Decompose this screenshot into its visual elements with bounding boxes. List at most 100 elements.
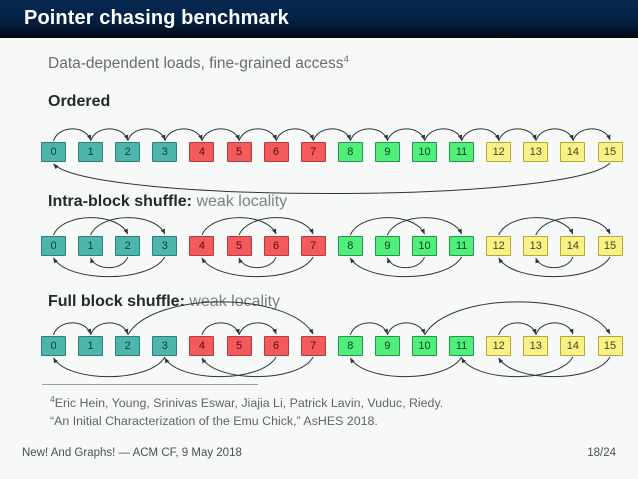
pointer-link [386, 128, 425, 142]
section-heading-intra-block-note: weak locality [196, 193, 288, 210]
array-cell-14: 14 [560, 142, 586, 162]
diagram-row-full-block-links [53, 301, 611, 378]
array-cell-5: 5 [226, 336, 252, 356]
pointer-link [349, 256, 463, 278]
array-cell-7: 7 [300, 142, 326, 162]
array-cell-15: 15 [597, 142, 623, 162]
slide-title-bar: Pointer chasing benchmark [0, 0, 638, 38]
array-cell-3: 3 [152, 236, 178, 256]
pointer-link [275, 128, 314, 142]
array-cell-1: 1 [78, 336, 104, 356]
pointer-link [201, 322, 240, 336]
section-heading-ordered-label: Ordered [48, 93, 111, 110]
pointer-link [535, 217, 611, 236]
section-heading-ordered: Ordered [48, 93, 110, 111]
array-cell-1: 1 [78, 142, 104, 162]
array-cell-7: 7 [300, 236, 326, 256]
footer-page-number: 18/24 [587, 447, 616, 459]
pointer-link [424, 301, 611, 336]
pointer-link [461, 356, 574, 378]
array-cell-8: 8 [337, 142, 363, 162]
pointer-link [535, 256, 574, 269]
pointer-link [349, 217, 425, 236]
array-cell-13: 13 [523, 236, 549, 256]
pointer-link [386, 217, 463, 236]
pointer-link [90, 128, 129, 142]
array-cell-10: 10 [412, 336, 437, 356]
array-cell-8: 8 [337, 336, 363, 356]
subtitle-footnote-marker: 4 [343, 54, 349, 65]
array-cell-12: 12 [486, 236, 512, 256]
pointer-link [238, 256, 277, 269]
pointer-link [238, 128, 277, 142]
pointer-link [498, 128, 537, 142]
section-heading-full-block-label: Full block shuffle: [48, 293, 185, 310]
pointer-link [424, 128, 463, 142]
array-cell-1: 1 [78, 236, 104, 256]
array-cell-11: 11 [449, 142, 475, 162]
pointer-link [90, 322, 129, 336]
footnote: 4Eric Hein, Young, Srinivas Eswar, Jiaji… [50, 391, 620, 430]
pointer-link [201, 356, 314, 378]
footnote-rule [42, 384, 258, 385]
pointer-link [535, 128, 574, 142]
section-heading-intra-block: Intra-block shuffle: weak locality [48, 193, 287, 211]
pointer-link [53, 356, 166, 378]
pointer-link [386, 256, 425, 269]
array-cell-10: 10 [412, 142, 437, 162]
array-cell-11: 11 [449, 336, 475, 356]
array-cell-2: 2 [115, 142, 141, 162]
array-cell-12: 12 [486, 142, 512, 162]
array-cell-7: 7 [300, 336, 326, 356]
array-cell-8: 8 [337, 236, 363, 256]
pointer-link [127, 128, 166, 142]
footnote-marker: 4 [50, 394, 55, 404]
pointer-link [349, 356, 463, 378]
pointer-link [498, 256, 611, 278]
pointer-link [53, 322, 92, 336]
array-cell-4: 4 [189, 236, 215, 256]
array-cell-0: 0 [41, 236, 66, 256]
footnote-line-1: Eric Hein, Young, Srinivas Eswar, Jiajia… [54, 396, 444, 411]
array-cell-15: 15 [597, 336, 623, 356]
array-cell-9: 9 [374, 142, 400, 162]
diagram-row-intra-block-links [53, 217, 611, 278]
array-cell-13: 13 [523, 142, 549, 162]
pointer-link [90, 256, 129, 269]
array-cell-10: 10 [412, 236, 437, 256]
pointer-link [572, 128, 611, 142]
pointer-link [201, 128, 240, 142]
pointer-link [53, 128, 92, 142]
section-heading-full-block: Full block shuffle: weak locality [48, 293, 280, 311]
pointer-link [498, 356, 611, 378]
array-cell-9: 9 [374, 336, 400, 356]
pointer-link [201, 217, 277, 236]
pointer-link [164, 128, 203, 142]
array-cell-11: 11 [449, 236, 475, 256]
diagram-row-ordered-links [53, 128, 611, 194]
pointer-link [127, 301, 314, 336]
pointer-link [349, 128, 388, 142]
array-cell-2: 2 [115, 336, 141, 356]
array-cell-4: 4 [189, 142, 215, 162]
array-cell-3: 3 [152, 336, 178, 356]
pointer-link [498, 217, 574, 236]
slide-subtitle: Data-dependent loads, fine-grained acces… [48, 54, 349, 73]
section-heading-intra-block-label: Intra-block shuffle: [48, 193, 193, 210]
pointer-link [498, 322, 537, 336]
pointer-link [201, 256, 314, 278]
array-cell-14: 14 [560, 336, 586, 356]
pointer-link [386, 322, 425, 336]
footer-left-text: New! And Graphs! — ACM CF, 9 May 2018 [22, 447, 242, 459]
pointer-link [349, 322, 388, 336]
array-cell-5: 5 [226, 142, 252, 162]
pointer-link [90, 217, 166, 236]
pointer-link [53, 162, 611, 194]
pointer-link [238, 322, 277, 336]
pointer-link [535, 322, 574, 336]
pointer-link [461, 128, 500, 142]
